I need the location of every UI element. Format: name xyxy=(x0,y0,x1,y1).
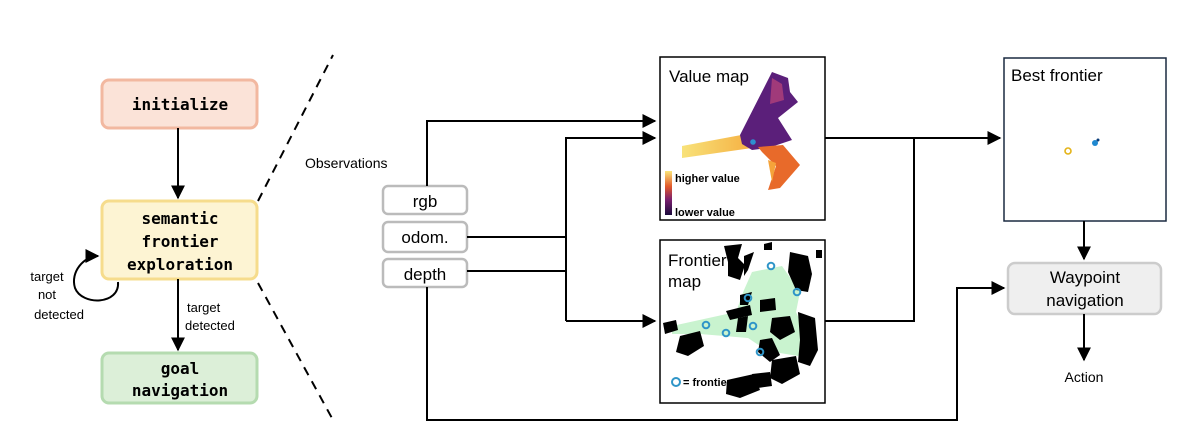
transition-label-line-2: detected xyxy=(185,318,235,333)
self-loop-arrow xyxy=(72,249,120,302)
best-frontier-panel xyxy=(1003,57,1167,222)
transition-label-line-1: target xyxy=(187,300,221,315)
observations-label: Observations xyxy=(305,155,387,171)
action-label: Action xyxy=(1065,369,1104,385)
input-rgb-box xyxy=(381,184,469,216)
loop-label-line-3: detected xyxy=(34,307,84,322)
goal-label-line-1: goal xyxy=(161,359,200,378)
semantic-label-line-1: semantic xyxy=(141,209,218,228)
depth-to-waypoint-arrow xyxy=(426,281,1006,421)
initialize-node xyxy=(100,78,259,130)
input-odom-label: odom. xyxy=(401,228,448,247)
best-frontier-image xyxy=(1064,138,1100,155)
bus-to-value-map-arrow xyxy=(565,131,657,321)
semantic-exploration-node xyxy=(100,199,259,281)
value-map-title: Value map xyxy=(669,67,749,86)
best-frontier-title: Best frontier xyxy=(1011,66,1103,85)
frontier-map-title-line-2: map xyxy=(668,272,701,291)
semantic-label-line-3: exploration xyxy=(127,255,233,274)
initialize-label: initialize xyxy=(132,95,228,114)
frontier-map-image xyxy=(663,242,822,398)
rgb-to-value-map-arrow xyxy=(426,114,657,186)
waypoint-label-line-1: Waypoint xyxy=(1050,268,1121,287)
goal-label-line-2: navigation xyxy=(132,381,228,400)
input-rgb-label: rgb xyxy=(413,192,438,211)
zoom-line-top xyxy=(257,54,334,202)
frontier-legend-marker xyxy=(671,377,681,387)
state-machine: initialize semantic frontier exploration… xyxy=(30,78,259,405)
goal-navigation-node xyxy=(100,351,259,405)
zoom-line-bottom xyxy=(257,282,334,421)
value-map-heat-image xyxy=(665,72,800,215)
value-legend-high: higher value xyxy=(675,173,740,185)
value-legend-low: lower value xyxy=(675,207,735,219)
pipeline: Observations rgb odom. depth Value map h… xyxy=(305,56,1167,421)
loop-label-line-1: target xyxy=(30,269,64,284)
waypoint-label-line-2: navigation xyxy=(1046,291,1124,310)
frontier-map-title-line-1: Frontier xyxy=(668,251,727,270)
loop-label-line-2: not xyxy=(38,287,56,302)
input-depth-box xyxy=(381,257,469,289)
value-colorbar xyxy=(665,171,672,215)
input-depth-label: depth xyxy=(404,265,447,284)
frontier-legend-text: = frontiers xyxy=(683,377,737,389)
frontier-map-to-best-frontier-line xyxy=(825,138,915,322)
semantic-label-line-2: frontier xyxy=(141,232,218,251)
